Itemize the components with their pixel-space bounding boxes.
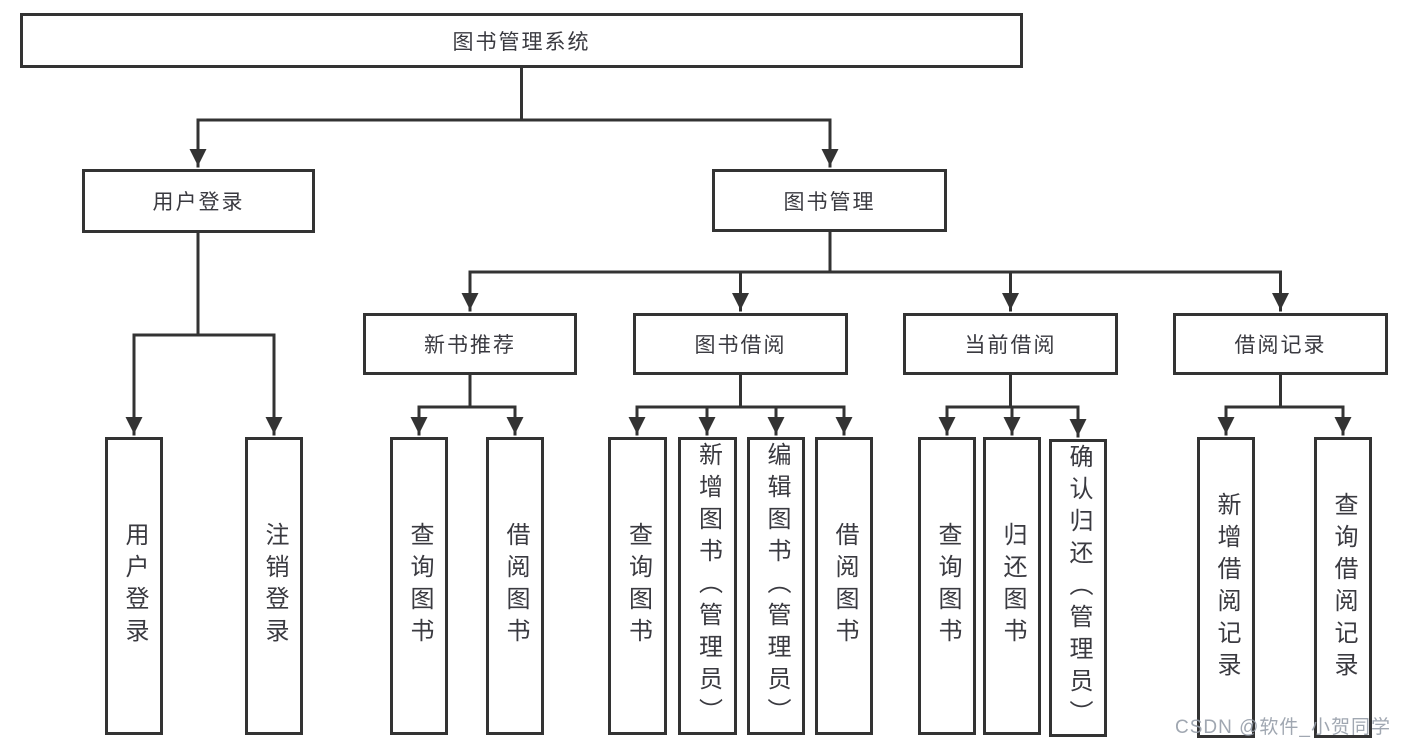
leaf-user-login: 用户登录 — [105, 437, 163, 735]
leaf-return-books: 归还图书 — [983, 437, 1041, 735]
leaf-borrow-books: 借阅图书 — [815, 437, 873, 735]
node-borrow-records: 借阅记录 — [1173, 313, 1388, 375]
leaf-newrec-borrow-books: 借阅图书 — [486, 437, 544, 735]
leaf-query-borrow-record: 查询借阅记录 — [1314, 437, 1372, 738]
leaf-borrow-books-label: 借阅图书 — [831, 522, 858, 650]
leaf-return-books-label: 归还图书 — [999, 522, 1026, 650]
node-book-management: 图书管理 — [712, 169, 947, 232]
leaf-newrec-borrow-books-label: 借阅图书 — [502, 522, 529, 650]
node-book-borrowing-label: 图书借阅 — [694, 334, 787, 357]
connector-book-borrowing — [628, 373, 853, 436]
connector-current-borrowing — [938, 373, 1087, 438]
node-new-book-recommend-label: 新书推荐 — [424, 334, 516, 357]
leaf-add-books-admin: 新增图书（管理员） — [678, 437, 737, 735]
node-current-borrowing: 当前借阅 — [903, 313, 1118, 375]
connector-borrow-records — [1217, 373, 1352, 436]
node-book-borrowing: 图书借阅 — [633, 313, 848, 375]
connector-user-login — [125, 231, 283, 436]
node-book-management-label: 图书管理 — [783, 190, 876, 214]
node-user-login: 用户登录 — [82, 169, 315, 233]
leaf-logout: 注销登录 — [245, 437, 303, 735]
connector-root — [189, 66, 839, 168]
leaf-current-query-books: 查询图书 — [918, 437, 976, 735]
node-root: 图书管理系统 — [20, 13, 1023, 68]
leaf-newrec-query-books: 查询图书 — [390, 437, 448, 735]
leaf-borrow-query-books-label: 查询图书 — [624, 522, 652, 650]
node-user-login-label: 用户登录 — [152, 191, 245, 214]
watermark: CSDN @软件_小贺同学 — [1175, 717, 1391, 738]
leaf-add-books-admin-label: 新增图书（管理员） — [694, 442, 722, 730]
leaf-edit-books-admin-label: 编辑图书（管理员） — [763, 442, 790, 730]
leaf-newrec-query-books-label: 查询图书 — [406, 522, 433, 650]
leaf-edit-books-admin: 编辑图书（管理员） — [747, 437, 805, 735]
connector-new-book-recommend — [410, 373, 524, 436]
leaf-confirm-return-admin-label: 确认归还（管理员） — [1065, 444, 1092, 732]
leaf-confirm-return-admin: 确认归还（管理员） — [1049, 439, 1107, 737]
node-new-book-recommend: 新书推荐 — [363, 313, 577, 375]
leaf-add-borrow-record-label: 新增借阅记录 — [1213, 491, 1240, 684]
leaf-logout-label: 注销登录 — [261, 522, 288, 650]
leaf-current-query-books-label: 查询图书 — [934, 522, 961, 650]
node-borrow-records-label: 借阅记录 — [1234, 334, 1327, 357]
leaf-user-login-label: 用户登录 — [121, 522, 148, 650]
node-root-label: 图书管理系统 — [452, 30, 591, 54]
leaf-query-borrow-record-label: 查询借阅记录 — [1330, 491, 1357, 684]
connector-book-management — [461, 230, 1289, 312]
leaf-borrow-query-books: 查询图书 — [608, 437, 667, 735]
leaf-add-borrow-record: 新增借阅记录 — [1197, 437, 1255, 738]
node-current-borrowing-label: 当前借阅 — [964, 334, 1057, 357]
